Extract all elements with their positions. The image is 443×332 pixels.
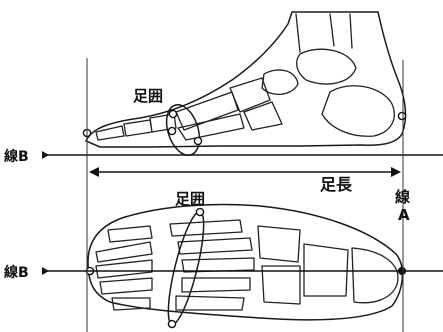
top-girth-top-point (196, 208, 203, 215)
top-girth-loop (161, 209, 210, 327)
side-girth-front-point (168, 127, 175, 134)
talus-bone (297, 49, 356, 84)
reference-lines (42, 58, 443, 332)
top-heel-bone (352, 248, 398, 303)
side-heel-point (398, 112, 405, 119)
top-tarsal-bones (258, 226, 348, 304)
line-a-label-char1: 線 (395, 188, 410, 206)
foot-length-arrowhead-right (391, 167, 401, 177)
side-foot-view (83, 12, 405, 159)
girth-label-side: 足囲 (133, 87, 163, 105)
top-foot-view (86, 205, 405, 328)
line-b-top-arrowhead (42, 267, 49, 275)
foot-length-arrowhead-left (89, 167, 99, 177)
foot-length-label: 足長 (320, 175, 353, 194)
line-a-label-char2: A (398, 206, 410, 224)
cuneiform-bones (230, 78, 282, 130)
side-girth-top-point (169, 110, 176, 117)
top-toe-bones (96, 226, 152, 310)
metatarsal-bones (176, 92, 244, 140)
top-metatarsal-bones (170, 220, 254, 310)
tibia-bone (296, 14, 352, 52)
line-b-side-arrowhead (42, 151, 49, 159)
side-foot-outline (86, 12, 405, 147)
girth-label-top: 足囲 (175, 190, 205, 208)
heel-bone (322, 86, 394, 136)
side-girth-bottom-point (194, 137, 201, 144)
line-b-label-top: 線B (4, 264, 29, 281)
top-girth-bottom-point (168, 320, 175, 327)
navicular-bone (262, 70, 298, 94)
line-b-label-side: 線B (4, 148, 29, 165)
